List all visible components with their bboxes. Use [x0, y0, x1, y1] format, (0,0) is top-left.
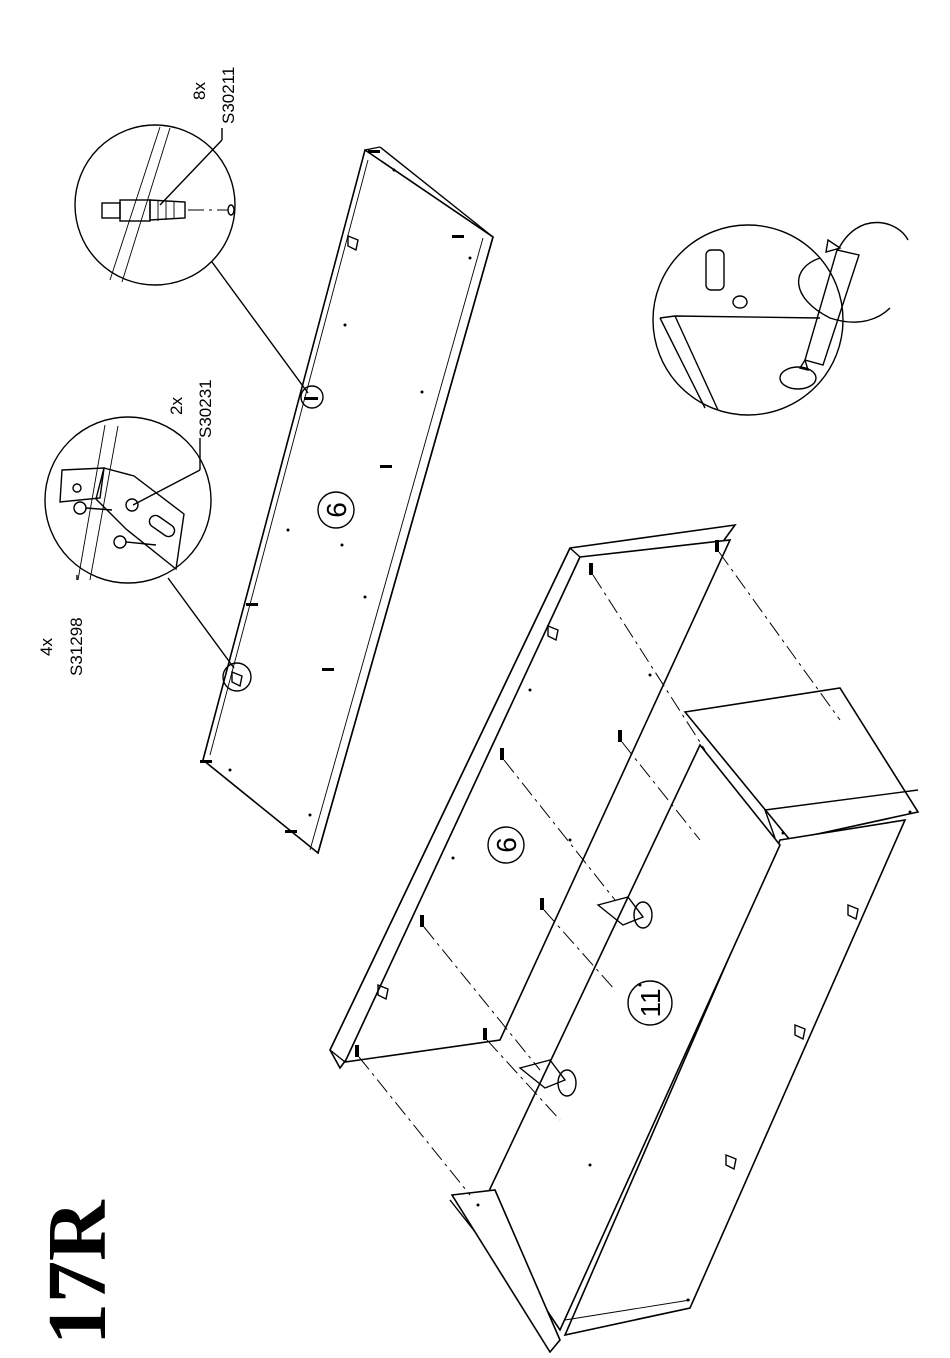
- part-number-top: 6: [321, 502, 352, 518]
- step-number: 17R: [31, 1199, 124, 1345]
- dowel-detail-icon: [75, 125, 308, 393]
- screwdriver-icon: [653, 223, 908, 416]
- cabinet-assembly: [330, 525, 918, 1352]
- screw-code: S31298: [67, 617, 86, 676]
- part-number-inner: 11: [635, 988, 666, 1017]
- dowel-code: S30211: [219, 67, 238, 124]
- part-number-bottom: 6: [491, 837, 522, 853]
- bracket-qty: 2x: [167, 397, 186, 415]
- dowel-qty: 8x: [190, 82, 209, 100]
- screw-qty: 4x: [37, 638, 56, 656]
- top-panel-6: [200, 147, 493, 853]
- bracket-code: S30231: [196, 379, 215, 438]
